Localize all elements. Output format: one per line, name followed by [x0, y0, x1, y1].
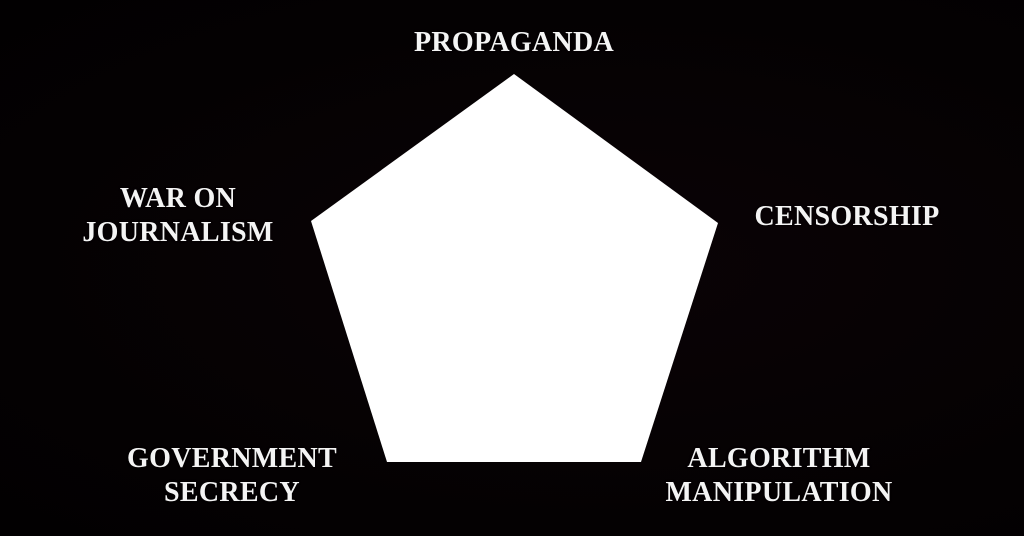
label-algorithm-manipulation: ALGORITHM MANIPULATION	[648, 442, 910, 510]
label-propaganda-line-1: PROPAGANDA	[413, 27, 614, 58]
label-war-on-journalism: WAR ON JOURNALISM	[48, 182, 308, 250]
label-war-on-journalism-line-2: JOURNALISM	[82, 217, 274, 248]
label-algorithm-manipulation-line-1: ALGORITHM	[687, 443, 871, 474]
label-algorithm-manipulation-line-2: MANIPULATION	[665, 477, 893, 508]
label-government-secrecy-line-1: GOVERNMENT	[127, 443, 337, 474]
label-censorship-line-1: CENSORSHIP	[754, 201, 940, 232]
label-government-secrecy: GOVERNMENT SECRECY	[102, 442, 362, 510]
label-censorship: CENSORSHIP	[736, 200, 958, 234]
pentagon-polygon	[311, 74, 718, 462]
label-war-on-journalism-line-1: WAR ON	[119, 183, 237, 214]
label-government-secrecy-line-2: SECRECY	[164, 477, 300, 508]
label-propaganda: PROPAGANDA	[384, 26, 644, 60]
